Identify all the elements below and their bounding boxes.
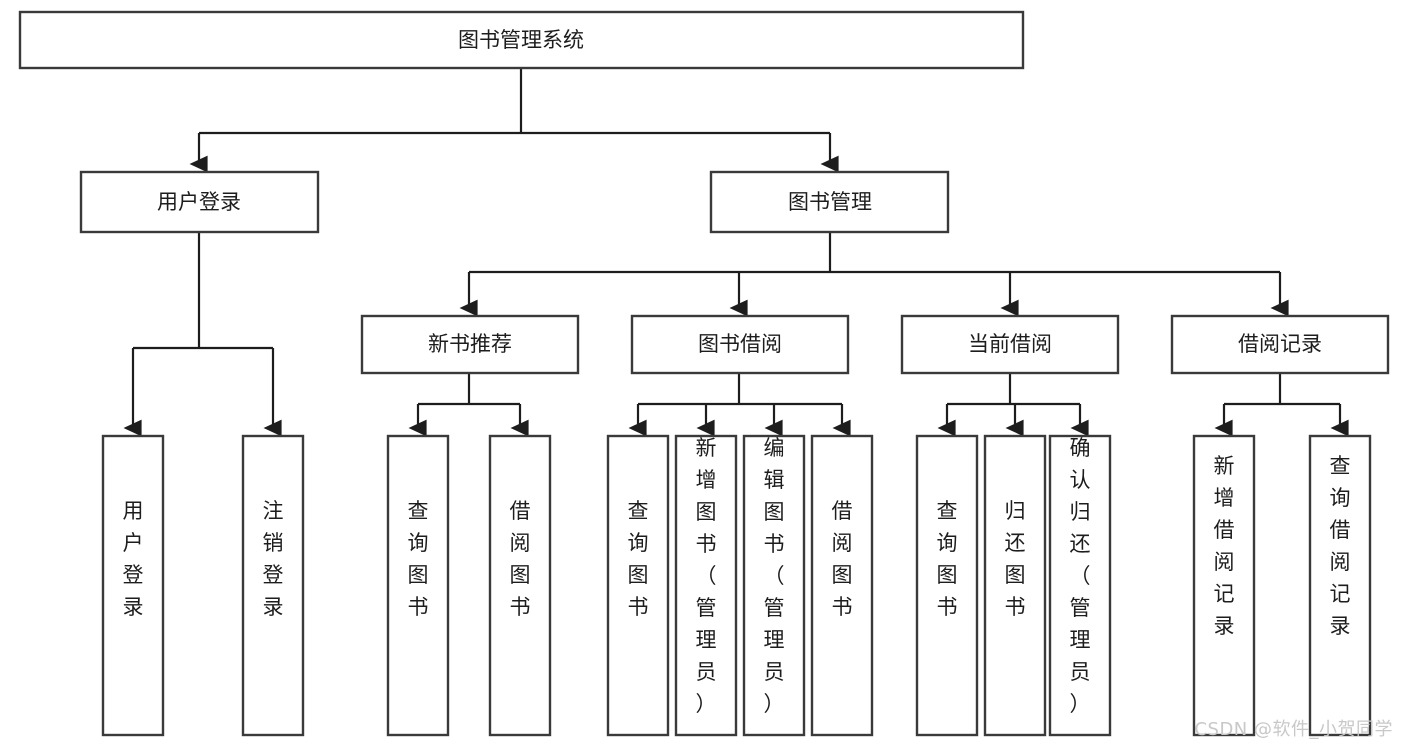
node-leaf-query-book-2-box[interactable] — [606, 434, 670, 737]
node-current-borrow[interactable]: 当前借阅 — [900, 314, 1120, 375]
node-book-borrow-box[interactable] — [630, 314, 850, 375]
node-leaf-query-book-3-box[interactable] — [915, 434, 979, 737]
node-leaf-query-book-1-label: 查询图书 — [408, 499, 429, 619]
node-leaf-query-record[interactable]: 查询借阅记录 — [1308, 434, 1372, 737]
node-new-book-recommend[interactable]: 新书推荐 — [360, 314, 580, 375]
node-leaf-user-logout[interactable]: 注销登录 — [241, 434, 305, 737]
node-leaf-query-book-2-label: 查询图书 — [628, 499, 649, 619]
node-leaf-return-book-label: 归还图书 — [1005, 499, 1026, 619]
node-user-login[interactable]: 用户登录 — [79, 170, 320, 234]
node-new-book-recommend-box[interactable] — [360, 314, 580, 375]
node-leaf-return-book[interactable]: 归还图书 — [983, 434, 1047, 737]
connector-group-root — [189, 68, 839, 173]
node-leaf-borrow-book-1-label: 借阅图书 — [510, 499, 531, 619]
node-user-login-label: 用户登录 — [157, 190, 241, 214]
node-root-box[interactable] — [18, 10, 1025, 70]
node-book-manage[interactable]: 图书管理 — [709, 170, 950, 234]
node-leaf-query-book-1[interactable]: 查询图书 — [386, 434, 450, 737]
node-leaf-query-book-1-box[interactable] — [386, 434, 450, 737]
node-leaf-edit-book[interactable]: 编辑图书（管理员） — [742, 434, 806, 737]
node-leaf-edit-book-label: 编辑图书（管理员） — [764, 436, 785, 716]
node-leaf-borrow-book-1-box[interactable] — [488, 434, 552, 737]
node-leaf-query-book-3[interactable]: 查询图书 — [915, 434, 979, 737]
node-leaf-add-book-box[interactable] — [674, 434, 738, 737]
node-leaf-user-logout-box[interactable] — [241, 434, 305, 737]
node-leaf-query-record-box[interactable] — [1308, 434, 1372, 737]
node-book-borrow-label: 图书借阅 — [698, 332, 782, 356]
node-book-manage-box[interactable] — [709, 170, 950, 234]
node-book-manage-label: 图书管理 — [788, 190, 872, 214]
node-leaf-borrow-book-1[interactable]: 借阅图书 — [488, 434, 552, 737]
node-new-book-recommend-label: 新书推荐 — [428, 332, 512, 356]
node-leaf-edit-book-box[interactable] — [742, 434, 806, 737]
node-root-label: 图书管理系统 — [458, 28, 584, 52]
node-leaf-borrow-book-2[interactable]: 借阅图书 — [810, 434, 874, 737]
connector-group-book-borrow — [628, 373, 851, 437]
node-current-borrow-box[interactable] — [900, 314, 1120, 375]
node-user-login-box[interactable] — [79, 170, 320, 234]
node-leaf-user-logout-label: 注销登录 — [263, 499, 284, 619]
node-borrow-record-label: 借阅记录 — [1238, 332, 1322, 356]
node-current-borrow-label: 当前借阅 — [968, 332, 1052, 356]
connector-group-new-book-recommend — [408, 373, 529, 437]
node-leaf-query-book-2[interactable]: 查询图书 — [606, 434, 670, 737]
node-leaf-user-login-label: 用户登录 — [123, 499, 144, 619]
node-leaf-confirm-return[interactable]: 确认归还（管理员） — [1048, 434, 1112, 737]
node-leaf-confirm-return-box[interactable] — [1048, 434, 1112, 737]
connector-group-current-borrow — [937, 373, 1089, 437]
node-leaf-add-book[interactable]: 新增图书（管理员） — [674, 434, 738, 737]
connector-group-book-manage — [459, 232, 1289, 317]
node-leaf-query-book-3-label: 查询图书 — [937, 499, 958, 619]
node-book-borrow[interactable]: 图书借阅 — [630, 314, 850, 375]
node-leaf-borrow-book-2-box[interactable] — [810, 434, 874, 737]
node-leaf-add-record-box[interactable] — [1192, 434, 1256, 737]
node-root[interactable]: 图书管理系统 — [18, 10, 1025, 70]
node-leaf-query-record-label: 查询借阅记录 — [1330, 454, 1351, 638]
connector-group-user-login — [123, 232, 282, 437]
node-borrow-record-box[interactable] — [1170, 314, 1390, 375]
connector-group-borrow-record — [1214, 373, 1349, 437]
node-leaf-user-login[interactable]: 用户登录 — [101, 434, 165, 737]
node-leaf-add-book-label: 新增图书（管理员） — [696, 436, 717, 716]
node-leaf-confirm-return-label: 确认归还（管理员） — [1070, 436, 1091, 716]
csdn-watermark: CSDN @软件_小贺同学 — [1194, 719, 1393, 740]
node-leaf-add-record-label: 新增借阅记录 — [1214, 454, 1235, 638]
node-leaf-add-record[interactable]: 新增借阅记录 — [1192, 434, 1256, 737]
node-leaf-borrow-book-2-label: 借阅图书 — [832, 499, 853, 619]
node-borrow-record[interactable]: 借阅记录 — [1170, 314, 1390, 375]
node-leaf-return-book-box[interactable] — [983, 434, 1047, 737]
node-leaf-user-login-box[interactable] — [101, 434, 165, 737]
